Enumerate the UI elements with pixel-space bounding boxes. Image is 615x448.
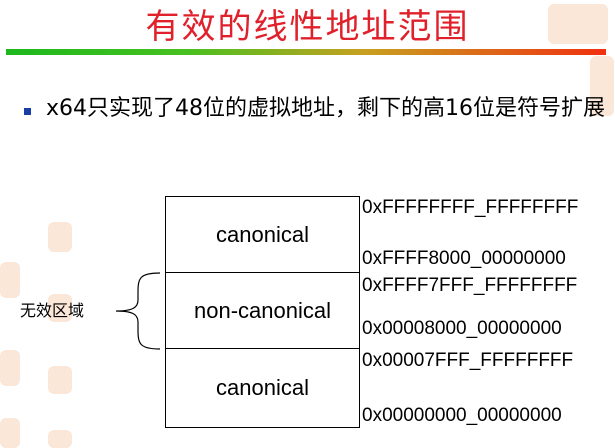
seal-stamp-icon	[548, 4, 608, 44]
seal-stamp-icon	[48, 222, 72, 252]
title-divider	[6, 49, 606, 55]
address-label: 0xFFFFFFFF_FFFFFFFF	[362, 197, 579, 218]
address-label: 0x00000000_00000000	[362, 405, 562, 426]
seal-stamp-icon	[0, 262, 20, 298]
invalid-region-label: 无效区域	[20, 301, 85, 320]
bullet-text: x64只实现了48位的虚拟地址，剩下的高16位是符号扩展	[46, 96, 606, 121]
seal-stamp-icon	[48, 366, 72, 394]
address-label: 0x00007FFF_FFFFFFFF	[362, 350, 574, 371]
brace-path	[115, 272, 161, 350]
address-label: 0xFFFF7FFF_FFFFFFFF	[362, 275, 578, 296]
square-bullet-icon	[24, 108, 31, 115]
seal-stamp-icon	[590, 56, 614, 116]
seal-stamp-icon	[48, 430, 72, 448]
slide-title: 有效的线性地址范围	[145, 7, 470, 47]
seal-stamp-icon	[0, 418, 20, 448]
address-label: 0xFFFF8000_00000000	[362, 248, 566, 269]
address-label: 0x00008000_00000000	[362, 318, 562, 339]
seal-stamp-icon	[48, 294, 72, 322]
region-canonical-high: canonical	[165, 196, 360, 273]
region-canonical-low: canonical	[165, 348, 360, 428]
seal-stamp-icon	[0, 350, 20, 386]
